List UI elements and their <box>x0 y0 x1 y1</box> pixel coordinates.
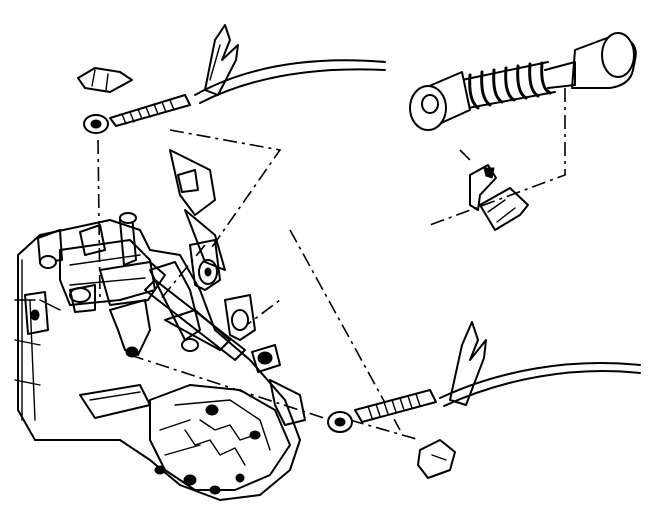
cable-bracket-detail <box>469 164 529 231</box>
transaxle-housing <box>14 149 306 501</box>
cable-end-bushing-detail <box>409 32 637 131</box>
upper-retaining-clip <box>77 67 133 93</box>
upper-shift-cable <box>83 24 386 134</box>
lower-shift-cable <box>327 321 641 479</box>
